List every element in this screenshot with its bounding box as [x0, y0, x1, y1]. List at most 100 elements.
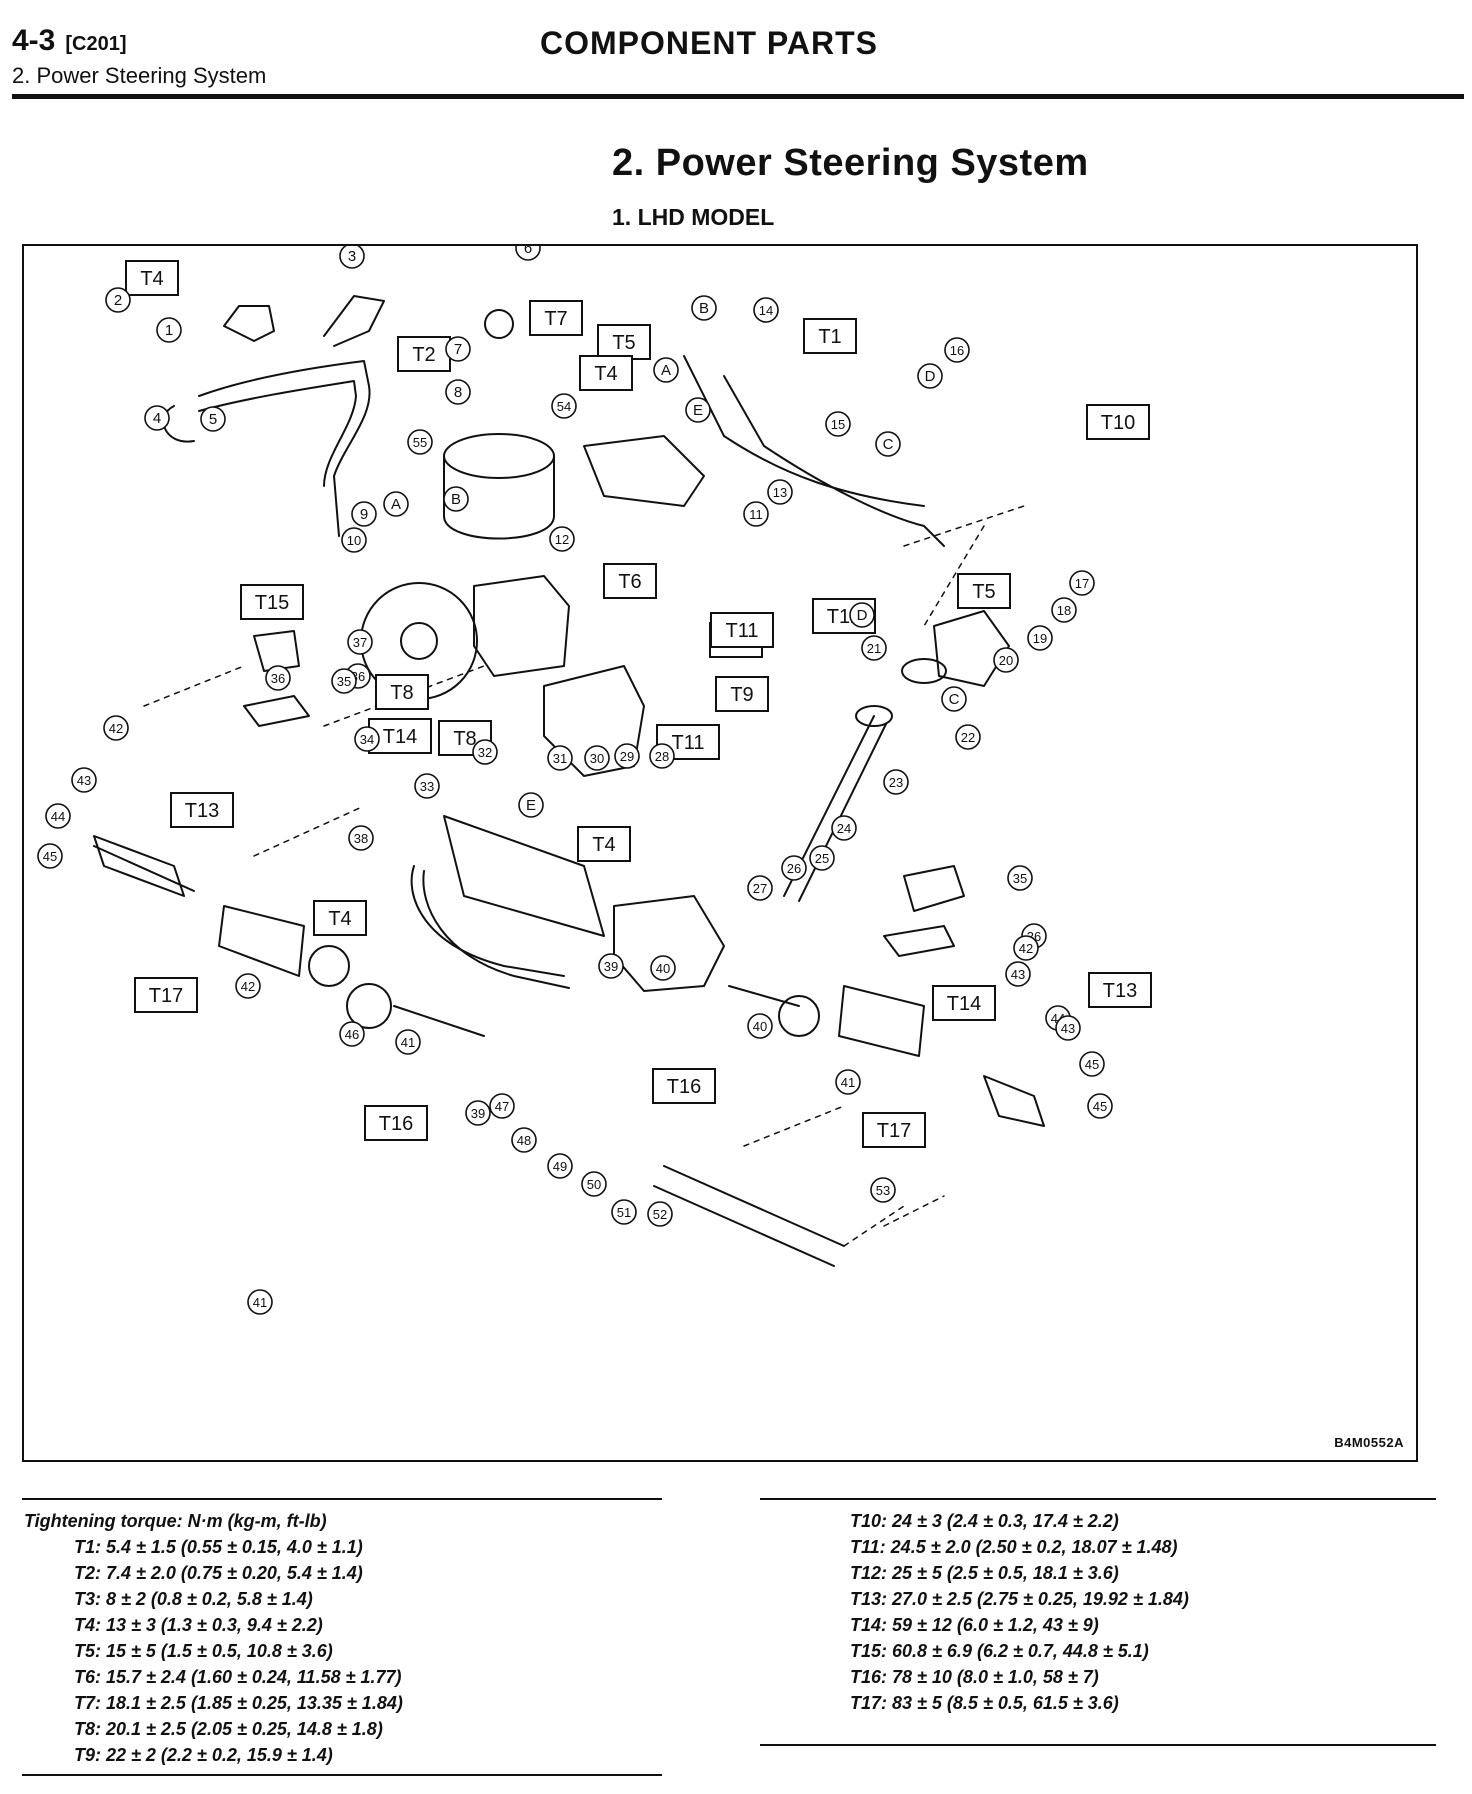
valve-gasket — [901, 658, 947, 684]
part-number-17-text: 17 — [1075, 576, 1089, 591]
part-number-40-text: 40 — [753, 1019, 767, 1034]
part-number-19-text: 19 — [1033, 631, 1047, 646]
part-number-7-text: 7 — [454, 341, 462, 358]
torque-tag-t16: T16 — [364, 1105, 428, 1141]
part-number-54-text: 54 — [557, 399, 571, 414]
torque-tag-t8: T8 — [375, 674, 429, 710]
part-number-14: 14 — [753, 297, 779, 323]
part-number-51: 51 — [611, 1199, 637, 1225]
torque-spec-heading: Tightening torque: N·m (kg-m, ft-lb) — [24, 1511, 327, 1531]
torque-tag-t9: T9 — [715, 676, 769, 712]
torque-tag-t5-text: T5 — [972, 581, 995, 603]
ref-letter-b: B — [443, 486, 469, 512]
part-number-40-text: 40 — [656, 961, 670, 976]
rack-tube-edge — [653, 1185, 835, 1267]
torque-spec-row: T9: 22 ± 2 (2.2 ± 0.2, 15.9 ± 1.4) — [74, 1745, 333, 1765]
feed-pipe-lower — [410, 865, 565, 977]
part-number-10-text: 10 — [347, 533, 361, 548]
part-number-53-text: 53 — [876, 1183, 890, 1198]
torque-tag-t2: T2 — [397, 336, 451, 372]
torque-tag-t4: T4 — [313, 900, 367, 936]
part-number-43: 43 — [1005, 961, 1031, 987]
pump-pulley-hub — [400, 622, 438, 660]
return-pipe-left — [198, 380, 357, 487]
part-number-45: 45 — [1079, 1051, 1105, 1077]
part-number-5-text: 5 — [209, 411, 217, 428]
torque-tag-t1: T1 — [803, 318, 857, 354]
part-number-41: 41 — [247, 1289, 273, 1315]
ref-letter-a: A — [383, 491, 409, 517]
part-number-26-text: 26 — [787, 861, 801, 876]
clamp-bracket-right — [903, 865, 965, 912]
torque-spec-row: T12: 25 ± 5 (2.5 ± 0.5, 18.1 ± 3.6) — [850, 1563, 1119, 1583]
torque-tag-t4-text: T4 — [592, 834, 615, 856]
ref-letter-c-text: C — [949, 691, 960, 708]
part-number-4: 4 — [144, 405, 170, 431]
part-number-25: 25 — [809, 845, 835, 871]
torque-tag-t1-text: T1 — [818, 326, 841, 348]
pressure-pipe-left — [198, 360, 371, 537]
part-number-15-text: 15 — [831, 417, 845, 432]
ref-letter-d: D — [849, 602, 875, 628]
part-number-2: 2 — [105, 287, 131, 313]
ring-seal-right — [778, 995, 820, 1037]
part-number-30: 30 — [584, 745, 610, 771]
boot-right — [838, 985, 925, 1057]
part-number-52-text: 52 — [653, 1207, 667, 1222]
part-number-55: 55 — [407, 429, 433, 455]
part-number-40: 40 — [747, 1013, 773, 1039]
torque-tag-t15-text: T15 — [255, 592, 289, 614]
part-number-18: 18 — [1051, 597, 1077, 623]
torque-tag-t14-text: T14 — [383, 726, 417, 748]
part-number-1: 1 — [156, 317, 182, 343]
part-number-31-text: 31 — [553, 751, 567, 766]
leader-lines — [143, 505, 1025, 1247]
part-number-5: 5 — [200, 406, 226, 432]
torque-tag-t10: T10 — [1086, 404, 1150, 440]
part-number-35: 35 — [331, 668, 357, 694]
ref-letter-b-text: B — [451, 491, 461, 508]
ref-letter-b: B — [691, 295, 717, 321]
part-number-7: 7 — [445, 336, 471, 362]
ref-letter-a: A — [653, 357, 679, 383]
torque-tag-t8-text: T8 — [453, 728, 476, 750]
part-number-28-text: 28 — [655, 749, 669, 764]
return-pipe-right — [723, 375, 945, 547]
part-number-16-text: 16 — [950, 343, 964, 358]
part-number-34-text: 34 — [360, 732, 374, 747]
torque-spec-row: T13: 27.0 ± 2.5 (2.75 ± 0.25, 19.92 ± 1.… — [850, 1589, 1189, 1609]
part-number-55-text: 55 — [413, 435, 427, 450]
part-number-1-text: 1 — [165, 322, 173, 339]
part-number-31: 31 — [547, 745, 573, 771]
part-number-47-text: 47 — [495, 1099, 509, 1114]
part-number-45-text: 45 — [1085, 1057, 1099, 1072]
exploded-diagram: T1T2T3T4T5T6T7T8T9T10T11T12T13T14T15T16T… — [22, 244, 1418, 1462]
part-number-34: 34 — [354, 726, 380, 752]
part-number-39-text: 39 — [604, 959, 618, 974]
part-number-44: 44 — [45, 803, 71, 829]
part-number-36: 36 — [265, 665, 291, 691]
part-number-42: 42 — [1013, 935, 1039, 961]
tie-rod-end-left — [93, 835, 185, 897]
part-number-23-text: 23 — [889, 775, 903, 790]
rack-tube — [663, 1165, 845, 1247]
ref-letter-b-text: B — [699, 300, 709, 317]
torque-tag-t2-text: T2 — [412, 344, 435, 366]
torque-tag-t7-text: T7 — [544, 308, 567, 330]
part-number-18-text: 18 — [1057, 603, 1071, 618]
part-number-42: 42 — [235, 973, 261, 999]
part-number-43-text: 43 — [1011, 967, 1025, 982]
torque-spec-row: T10: 24 ± 3 (2.4 ± 0.3, 17.4 ± 2.2) — [850, 1511, 1119, 1531]
ref-letter-a-text: A — [391, 496, 401, 513]
torque-tag-t4-text: T4 — [594, 363, 617, 385]
part-number-43: 43 — [71, 767, 97, 793]
part-number-15: 15 — [825, 411, 851, 437]
torque-spec-row: T15: 60.8 ± 6.9 (6.2 ± 0.7, 44.8 ± 5.1) — [850, 1641, 1149, 1661]
part-number-52: 52 — [647, 1201, 673, 1227]
part-number-26: 26 — [781, 855, 807, 881]
part-number-39: 39 — [598, 953, 624, 979]
part-number-16: 16 — [944, 337, 970, 363]
diagram-canvas: T1T2T3T4T5T6T7T8T9T10T11T12T13T14T15T16T… — [37, 246, 1152, 1315]
part-number-41-text: 41 — [841, 1075, 855, 1090]
torque-tag-t5-text: T5 — [612, 332, 635, 354]
